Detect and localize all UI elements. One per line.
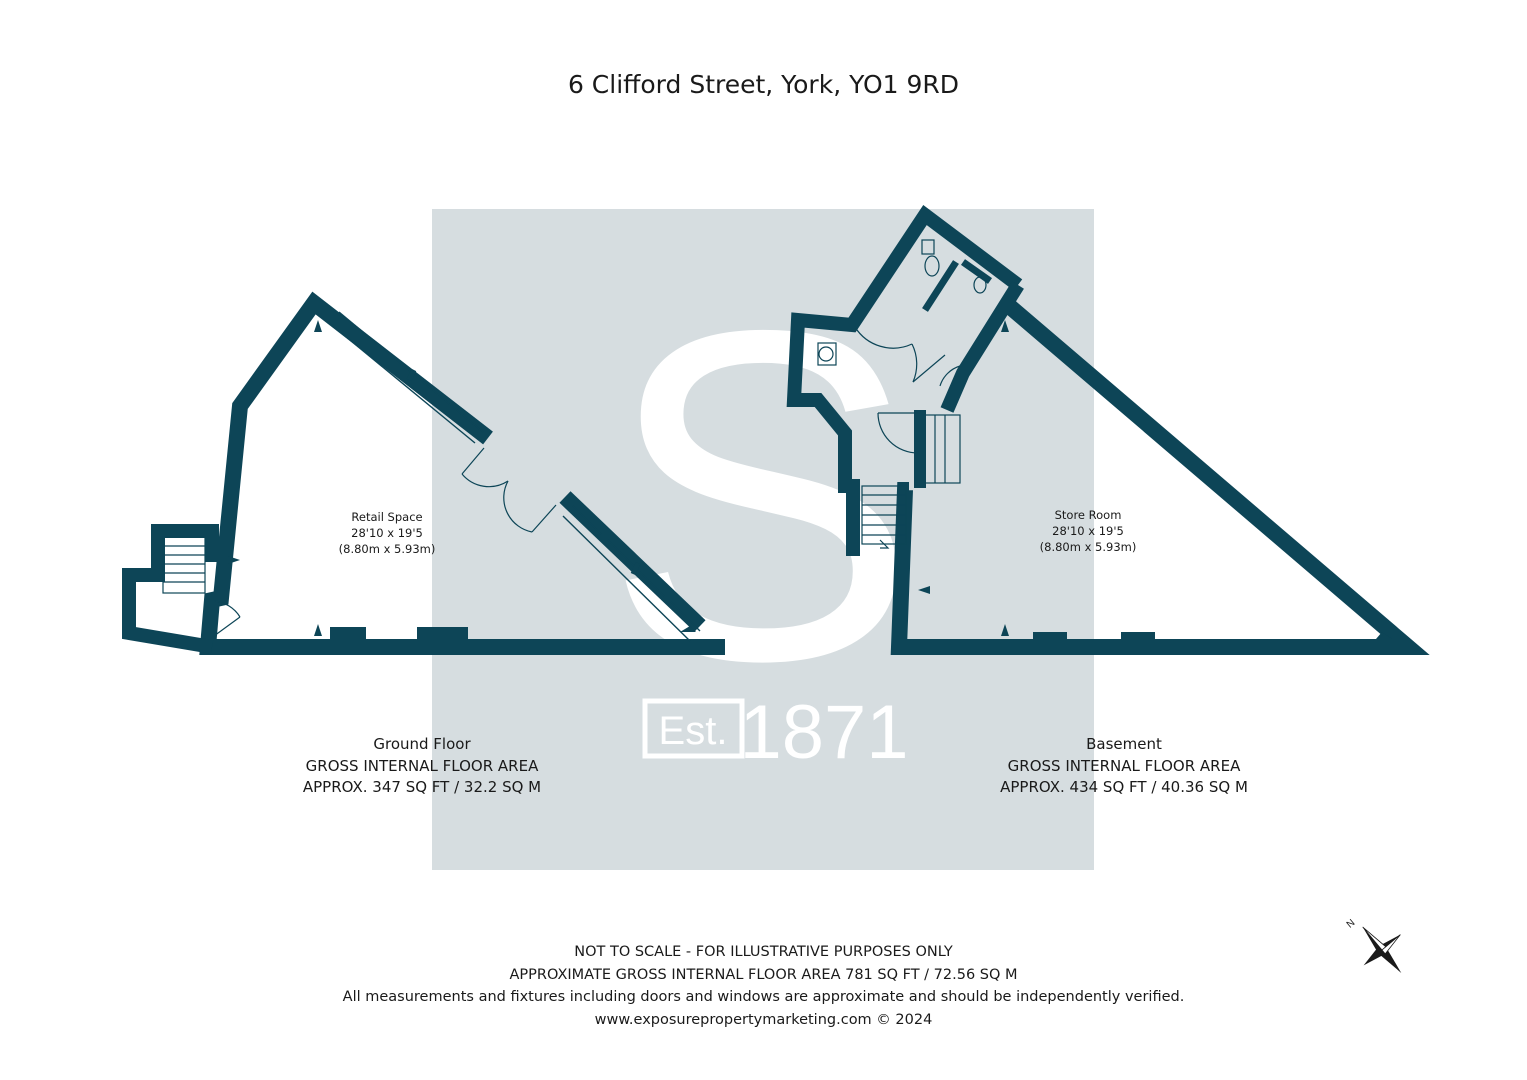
basement-fixtures [817,239,987,366]
disclaimer-line-2: APPROXIMATE GROSS INTERNAL FLOOR AREA 78… [509,966,1018,983]
ground-room-label: Retail Space 28'10 x 19'5 (8.80m x 5.93m… [322,509,452,557]
area-heading: GROSS INTERNAL FLOOR AREA [1007,756,1241,775]
basement-room-label: Store Room 28'10 x 19'5 (8.80m x 5.93m) [1023,507,1153,555]
room-dimensions-metric: (8.80m x 5.93m) [1039,540,1137,554]
room-name: Retail Space [351,510,423,524]
ground-floor-area-label: Ground Floor GROSS INTERNAL FLOOR AREA A… [262,734,582,799]
area-value: APPROX. 347 SQ FT / 32.2 SQ M [302,778,542,796]
area-heading: GROSS INTERNAL FLOOR AREA [305,756,539,775]
basement-doors [854,326,961,454]
disclaimer-footer: NOT TO SCALE - FOR ILLUSTRATIVE PURPOSES… [0,941,1527,1031]
ground-stair-walls [122,524,224,654]
watermark-background [432,209,1094,870]
ground-stairs [162,536,206,594]
ground-entrance-door [461,447,557,533]
watermark-est: Est. [659,709,728,753]
ground-floor-plan [122,291,725,655]
compass-north-label: N [1345,918,1358,931]
website-copyright: www.exposurepropertymarketing.com © 2024 [594,1011,933,1028]
room-dimensions-imperial: 28'10 x 19'5 [1052,524,1124,538]
basement-wc-walls [786,204,1023,556]
basement-stairs [861,485,907,545]
basement-plan [786,204,1430,655]
room-dimensions-imperial: 28'10 x 19'5 [351,526,423,540]
room-dimensions-metric: (8.80m x 5.93m) [338,542,436,556]
ground-front-wall [559,491,706,632]
area-value: APPROX. 434 SQ FT / 40.36 SQ M [1000,778,1248,796]
floor-name: Basement [1086,735,1162,753]
room-name: Store Room [1054,508,1122,522]
ground-floor-walls [199,291,725,655]
watermark-year: 1871 [739,690,908,775]
disclaimer-line-3: All measurements and fixtures including … [342,989,1185,1005]
disclaimer-line-1: NOT TO SCALE - FOR ILLUSTRATIVE PURPOSES… [574,944,953,960]
basement-area-label: Basement GROSS INTERNAL FLOOR AREA APPRO… [964,734,1284,799]
property-address-title: 6 Clifford Street, York, YO1 9RD [567,70,960,99]
ground-stair-door [213,600,241,637]
floor-name: Ground Floor [373,735,471,753]
est-box [642,698,745,759]
ground-window-lower [562,505,701,642]
compass-rose-icon: N [1345,918,1402,973]
basement-stair-upper [924,414,961,484]
